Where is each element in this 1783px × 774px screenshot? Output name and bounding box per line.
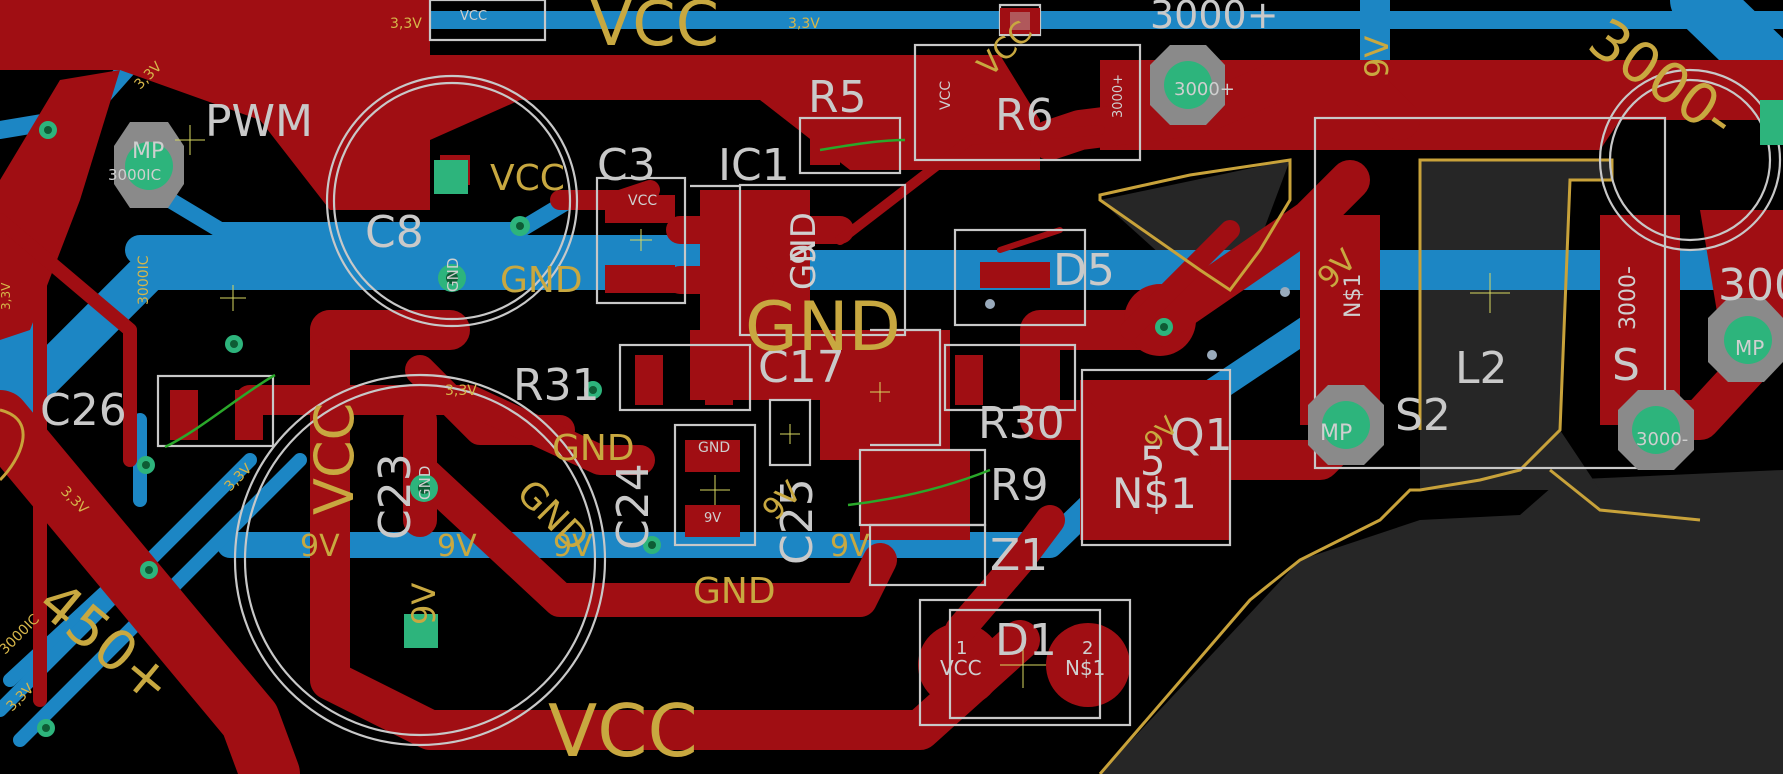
- label-s: S: [1612, 340, 1640, 391]
- net-gnd-left: GND: [552, 428, 635, 469]
- svg-text:2: 2: [1082, 638, 1093, 659]
- label-s2: S2: [1395, 390, 1451, 441]
- svg-text:3000-: 3000-: [1636, 429, 1688, 450]
- c25-outline: [768, 398, 812, 467]
- svg-text:3,3V: 3,3V: [445, 383, 477, 399]
- label-c23: C23: [370, 453, 421, 540]
- svg-text:3000IC: 3000IC: [136, 255, 152, 305]
- label-c24: C24: [608, 463, 659, 550]
- label-c26: C26: [40, 385, 127, 436]
- r30-outline: [943, 343, 1077, 412]
- svg-text:VCC: VCC: [940, 656, 982, 680]
- c24-outline: [673, 423, 757, 547]
- svg-text:3,3V: 3,3V: [788, 16, 820, 32]
- net-3000plus: 3000+: [1150, 0, 1279, 37]
- d5-outline: [953, 228, 1087, 327]
- label-r31: R31: [513, 360, 600, 411]
- vias: [37, 121, 1290, 737]
- net-9v-a: 9V: [300, 529, 340, 564]
- label-ic1: IC1: [718, 140, 790, 191]
- pad: [605, 195, 675, 223]
- label-r5: R5: [808, 72, 867, 123]
- label-c3: C3: [597, 140, 656, 191]
- svg-text:GND: GND: [444, 258, 462, 292]
- net-9v-d: 9V: [830, 529, 870, 564]
- svg-text:VCC: VCC: [628, 193, 657, 209]
- through-hole-pads: [114, 45, 1783, 648]
- net-9v-right: 9V: [1358, 36, 1396, 78]
- net-vcc-c8: VCC: [490, 158, 565, 199]
- ground-pour-region: [1100, 160, 1783, 774]
- component-origin-cross: [175, 125, 1510, 688]
- label-r9: R9: [990, 460, 1049, 511]
- label-r6: R6: [995, 90, 1054, 141]
- label-pwm: PWM: [205, 96, 313, 147]
- svg-text:5: 5: [1140, 439, 1165, 485]
- label-c17: C17: [758, 342, 845, 393]
- l2-outline: [1313, 116, 1667, 470]
- svg-text:3000+: 3000+: [1111, 74, 1126, 118]
- svg-text:3000-: 3000-: [1616, 266, 1641, 330]
- svg-text:3000+: 3000+: [1174, 79, 1235, 100]
- d1-outline: [918, 598, 1132, 727]
- svg-text:GND: GND: [698, 440, 730, 456]
- board-outline: [0, 158, 1701, 774]
- c8-outline: [325, 74, 579, 328]
- r31-outline: [618, 343, 752, 412]
- svg-text:3,3V: 3,3V: [0, 282, 13, 310]
- net-gnd-center: GND: [745, 288, 901, 367]
- label-d1: D1: [995, 615, 1057, 666]
- top-cap-outline: [428, 0, 547, 42]
- net-vcc-left: VCC: [303, 403, 366, 515]
- c3-outline: [595, 176, 687, 305]
- svg-text:N$1: N$1: [1341, 274, 1366, 318]
- net-vcc-top: VCC: [590, 0, 719, 60]
- svg-text:9: 9: [784, 243, 824, 265]
- component-pads: [170, 8, 1053, 537]
- svg-text:3,3V: 3,3V: [390, 16, 422, 32]
- svg-text:MP: MP: [1735, 336, 1764, 360]
- svg-text:MP: MP: [1320, 421, 1352, 446]
- svg-text:N$1: N$1: [1112, 469, 1197, 518]
- svg-text:VCC: VCC: [938, 81, 954, 110]
- label-l2: L2: [1455, 343, 1508, 394]
- label-d5: D5: [1053, 245, 1115, 296]
- r6-outline: [913, 43, 1142, 162]
- label-c25: C25: [772, 478, 823, 565]
- net-vcc-bottom: VCC: [548, 689, 698, 773]
- q1-outline: [1080, 368, 1232, 547]
- net-9v-c: 9V: [553, 529, 593, 564]
- ic1-outline: [738, 183, 907, 337]
- svg-text:GND: GND: [784, 212, 824, 290]
- svg-text:1: 1: [956, 638, 967, 659]
- airwires: [164, 138, 991, 507]
- net-gnd-c8: GND: [500, 260, 583, 301]
- svg-text:9V: 9V: [704, 511, 721, 526]
- c26-outline: [156, 374, 275, 448]
- label-q1: Q1: [1170, 410, 1233, 461]
- svg-text:3000IC: 3000IC: [108, 166, 161, 184]
- label-z1: Z1: [990, 530, 1048, 581]
- svg-text:N$1: N$1: [1065, 656, 1105, 680]
- c23-outline: [233, 373, 607, 747]
- r5-outline: [798, 116, 902, 175]
- svg-text:MP: MP: [132, 139, 164, 164]
- right-capacitor-outline: [1598, 68, 1782, 252]
- net-9v-e: 9V: [405, 583, 443, 625]
- z1-outline: [868, 523, 987, 587]
- component-labels: PWM C8 C3 IC1 R5 R6 D5 L2 S2 S C26 R31 C…: [40, 72, 1640, 666]
- net-9v-b: 9V: [437, 529, 477, 564]
- silkscreen-layer: [156, 0, 1782, 747]
- label-r30: R30: [978, 398, 1065, 449]
- svg-text:VCC: VCC: [460, 9, 487, 24]
- label-c8: C8: [365, 207, 424, 258]
- net-gnd-bottom: GND: [693, 571, 776, 612]
- net-300-truncated: 300: [1718, 260, 1783, 311]
- svg-text:GND: GND: [416, 466, 434, 500]
